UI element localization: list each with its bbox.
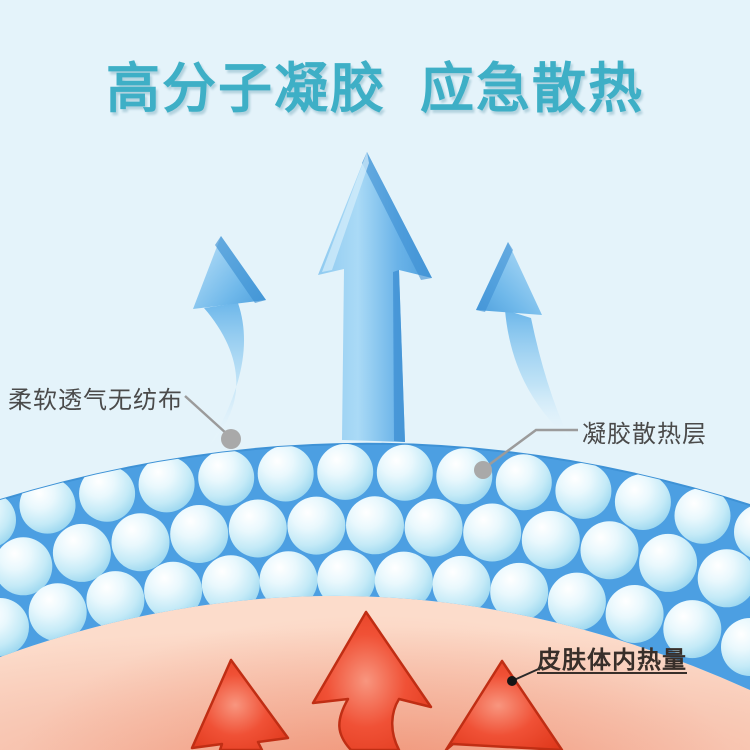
gel-bead	[521, 511, 580, 569]
gel-bead	[52, 523, 111, 582]
gel-bead	[605, 585, 664, 643]
cool-arrow-center-highlight	[322, 152, 369, 272]
gel-bead	[111, 513, 170, 572]
gel-bead	[138, 456, 195, 513]
heat-arrow-center	[311, 610, 433, 750]
gel-bead	[463, 503, 522, 562]
gel-bead	[0, 537, 53, 596]
gel-bead	[663, 600, 722, 659]
gel-bead	[432, 555, 491, 614]
gel-bead	[19, 477, 76, 534]
cool-arrow-right-bevel	[476, 242, 513, 312]
gel-bead	[79, 465, 136, 522]
cool-arrow-right-head	[476, 242, 542, 315]
callout-dot-gel	[474, 461, 492, 479]
heat-arrow-left	[190, 658, 290, 750]
cool-air-arrows	[193, 152, 570, 446]
gel-bead	[86, 571, 145, 630]
gel-bead	[436, 448, 493, 505]
gel-bead	[144, 561, 203, 620]
gel-bead	[639, 533, 698, 592]
gel-bead	[28, 583, 87, 642]
gel-bead	[0, 492, 16, 548]
cool-arrow-left-tail	[204, 303, 245, 446]
gel-bead	[614, 474, 671, 530]
label-nonwoven-fabric: 柔软透气无纺布	[8, 387, 183, 414]
callout-dot-nonwoven	[221, 429, 241, 449]
cool-arrow-center	[318, 152, 432, 442]
callout-line-gel	[485, 428, 578, 469]
callout-pointers	[184, 395, 578, 686]
label-body-heat: 皮肤体内热量	[537, 647, 687, 674]
callout-dot-heat	[507, 676, 517, 686]
gel-bead	[674, 487, 731, 544]
gel-bead	[170, 505, 229, 563]
gel-bead	[547, 572, 606, 631]
cool-arrow-right-tail	[505, 310, 570, 440]
gel-bead	[317, 550, 376, 609]
gel-bead	[228, 499, 287, 558]
gel-bead	[376, 444, 433, 501]
gel-bead	[201, 555, 260, 614]
gel-beads	[0, 443, 750, 676]
body-heat-arrows	[190, 610, 564, 750]
gel-bead	[404, 498, 463, 557]
gel-bead	[259, 551, 318, 610]
page-title: 高分子凝胶 应急散热	[105, 59, 644, 119]
gel-bead	[697, 549, 750, 608]
gel-bead	[317, 443, 374, 500]
gel-bead	[257, 445, 314, 502]
gel-bead	[374, 551, 433, 610]
heat-arrow-right	[444, 659, 564, 750]
gel-bead	[734, 504, 750, 560]
gel-bead	[287, 496, 346, 555]
gel-bead	[721, 618, 750, 676]
gel-bead	[490, 562, 549, 621]
cool-arrow-center-bevel-head	[362, 152, 432, 280]
gel-bead	[198, 449, 255, 506]
gel-band	[0, 442, 750, 690]
gel-bead	[0, 598, 29, 656]
gel-bead	[580, 521, 639, 580]
gel-bead	[555, 462, 612, 519]
label-gel-cooling-layer: 凝胶散热层	[582, 421, 707, 448]
cool-arrow-center-bevel-stem	[393, 270, 405, 442]
callout-line-heat	[513, 666, 544, 681]
gel-bead	[495, 454, 552, 511]
callout-line-nonwoven	[184, 395, 228, 435]
cool-arrow-left-bevel	[215, 236, 266, 303]
gel-bead	[346, 496, 404, 555]
